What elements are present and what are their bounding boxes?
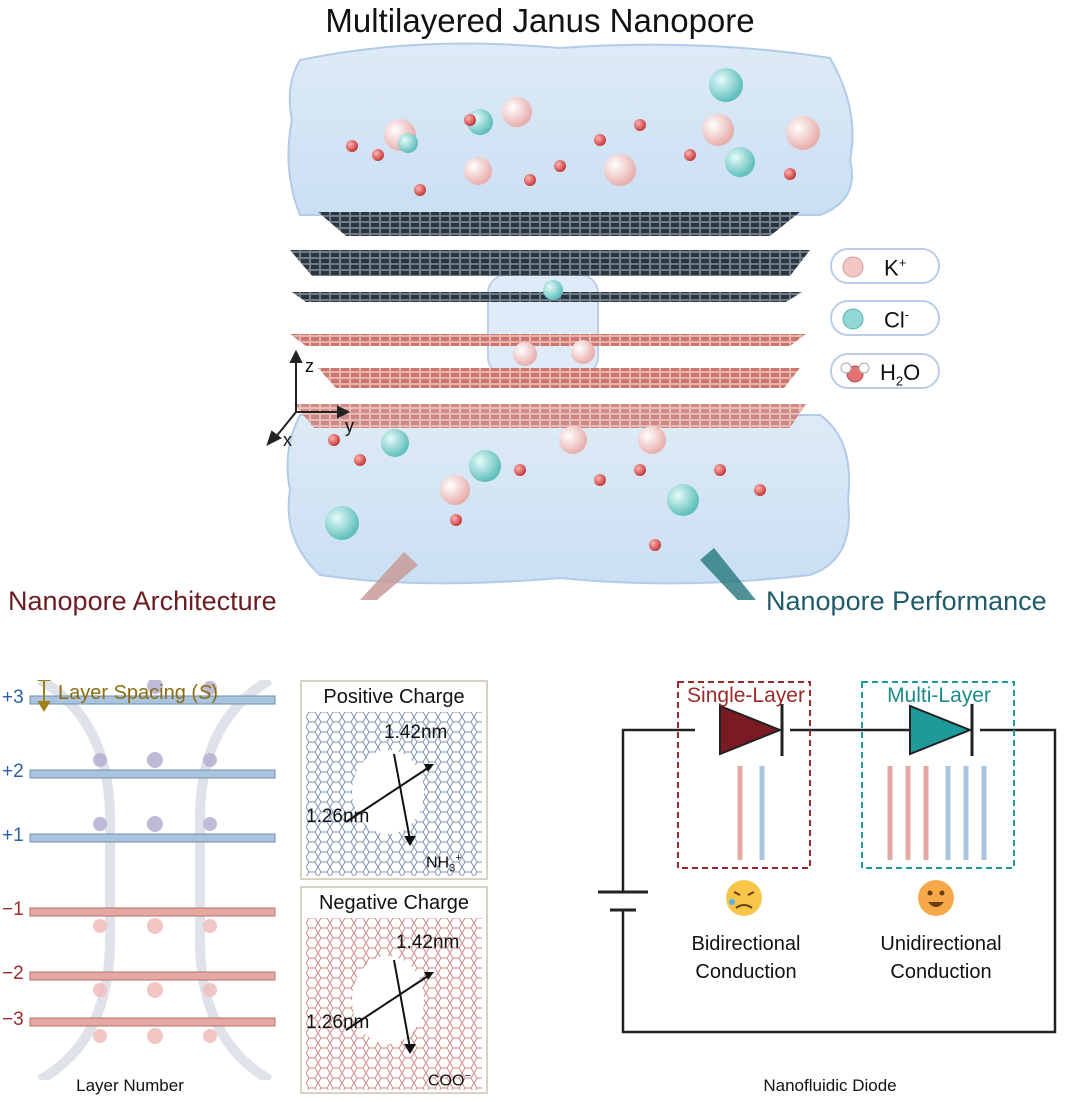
upper-ions: [346, 68, 820, 196]
channel-ions: [513, 280, 595, 366]
layer-label-plus3: +3: [2, 687, 24, 708]
axes-indicator: [266, 349, 351, 446]
layer-number-caption: Layer Number: [76, 1076, 184, 1095]
happy-face-icon: [918, 880, 954, 916]
lower-reservoir: [286, 414, 851, 585]
functional-groups: [93, 680, 217, 832]
arrow-performance: [700, 548, 756, 600]
nanopore-3d-illustration: z y x: [266, 42, 854, 600]
negative-dim-2: 1.26nm: [306, 1012, 370, 1033]
axis-z-label: z: [305, 356, 314, 376]
legend-item-k: K+: [830, 248, 940, 284]
multi-diode-icon: [909, 704, 974, 756]
layer-label-minus2: −2: [2, 963, 24, 984]
cl-ion-icon: [842, 308, 864, 330]
negative-group-label: COO−: [428, 1070, 471, 1090]
functional-groups-neg: [93, 918, 217, 1044]
negative-charge-box: Negative Charge 1.42nm 1.26nm COO−: [300, 886, 488, 1094]
upper-reservoir: [287, 42, 854, 216]
positive-charge-title: Positive Charge: [323, 686, 465, 708]
sheet-pink-2: [318, 368, 800, 388]
k-ion-icon: [842, 256, 864, 278]
multi-layer-label: Multi-Layer: [887, 684, 991, 707]
multi-layer-sheets: [887, 766, 987, 860]
axis-x-label: x: [283, 430, 292, 450]
battery-icon: [598, 890, 648, 912]
negative-charge-title: Negative Charge: [318, 892, 470, 914]
arrow-architecture: [360, 552, 418, 600]
positive-charge-box: Positive Charge 1.42nm 1.26nm NH3+: [300, 680, 488, 880]
negative-lattice: [306, 918, 482, 1090]
layer-label-minus1: −1: [2, 899, 24, 920]
single-layer-sheets: [737, 766, 765, 860]
axis-y-label: y: [345, 416, 354, 436]
layer-label-plus1: +1: [2, 825, 24, 846]
sheet-pink-1: [290, 334, 806, 346]
diode-caption: Nanofluidic Diode: [763, 1076, 897, 1095]
single-layer-box: [677, 681, 811, 869]
legend-item-cl: Cl-: [830, 300, 940, 336]
layer-label-minus3: −3: [2, 1009, 24, 1030]
negative-dim-1: 1.42nm: [396, 932, 460, 953]
multi-layer-box: [861, 681, 1015, 869]
spacing-arrow-icon: [37, 680, 51, 712]
sheet-dark-1: [318, 212, 800, 236]
single-layer-label: Single-Layer: [687, 684, 805, 707]
architecture-heading: Nanopore Architecture: [8, 586, 277, 616]
positive-dim-2: 1.26nm: [306, 806, 370, 827]
performance-heading: Nanopore Performance: [766, 586, 1047, 616]
positive-group-label: NH3+: [426, 852, 462, 875]
layer-sheets: [29, 695, 276, 1027]
lower-ions: [325, 426, 766, 551]
positive-lattice: [306, 712, 482, 876]
single-diode-icon: [719, 704, 784, 756]
sheet-dark-2: [290, 250, 810, 276]
layer-label-plus2: +2: [2, 761, 24, 782]
layer-stack-diagram: [29, 680, 276, 1080]
crying-face-icon: [726, 880, 762, 916]
legend-item-h2o: H2O: [830, 353, 940, 389]
figure-title: Multilayered Janus Nanopore: [325, 2, 755, 39]
water-molecule-icon: [840, 362, 870, 383]
nanofluidic-diode-circuit: [598, 681, 1057, 1034]
layer-spacing-label: Layer Spacing (S): [58, 682, 219, 704]
positive-dim-1: 1.42nm: [384, 722, 448, 743]
sheet-pink-3: [294, 404, 806, 428]
circuit-wires: [621, 728, 1057, 1034]
